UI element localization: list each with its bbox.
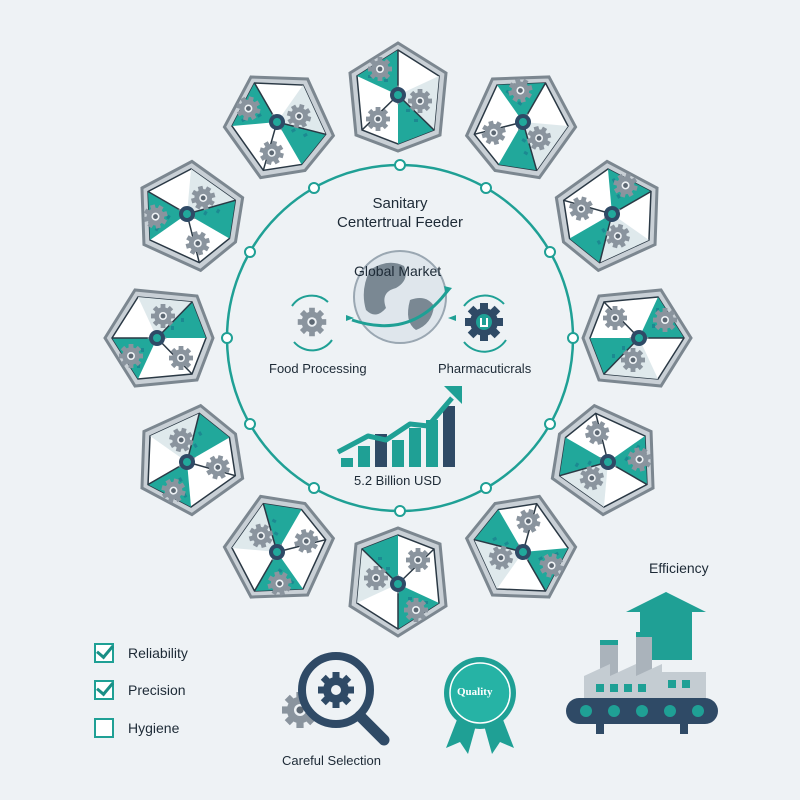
checkbox-checked-icon — [94, 643, 114, 663]
checklist-label: Reliability — [128, 645, 188, 661]
checklist-item-precision: Precision — [94, 680, 186, 700]
diagram-title-line1: Sanitary — [372, 195, 428, 212]
careful-selection-icon — [282, 652, 390, 746]
careful-selection-label: Careful Selection — [282, 753, 381, 768]
checklist-label: Hygiene — [128, 720, 180, 736]
checkbox-empty-icon — [94, 718, 114, 738]
globe-label: Global Market — [354, 263, 442, 279]
food-processing-gear-icon — [291, 294, 354, 352]
globe-icon — [351, 250, 452, 344]
quality-badge-icon — [444, 657, 516, 754]
ring-nodes — [221, 159, 579, 517]
food-processing-label: Food Processing — [269, 361, 367, 376]
checklist-item-reliability: Reliability — [94, 643, 188, 663]
checklist-label: Precision — [128, 682, 186, 698]
market-value-label: 5.2 Billion USD — [354, 473, 442, 488]
pharmaceuticals-label: Pharmacuticrals — [438, 361, 532, 376]
efficiency-label: Efficiency — [649, 560, 709, 576]
quality-badge-text: Quality — [457, 686, 493, 698]
growth-chart-icon — [336, 386, 462, 467]
pharmaceuticals-gear-icon — [448, 294, 507, 353]
checklist-item-hygiene: Hygiene — [94, 718, 179, 738]
checkbox-checked-icon — [94, 680, 114, 700]
diagram-title-line2: Centertrual Feeder — [337, 214, 463, 231]
